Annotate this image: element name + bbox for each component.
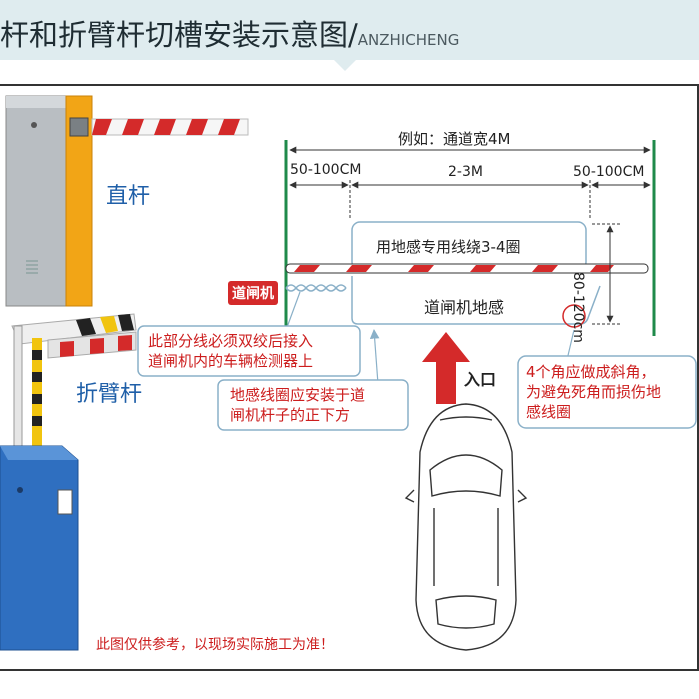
entrance-arrow <box>422 332 470 404</box>
label-dim-mid: 2-3M <box>448 164 483 180</box>
car-mirror-left <box>404 489 415 503</box>
note-position-text: 地感线圈应安装于道 闸机杆子的正下方 <box>230 385 365 425</box>
folding-arm-stripes <box>76 314 134 336</box>
note-corner-line-2: 为避免死角而损伤地 <box>526 383 662 401</box>
corner-highlight-circle <box>562 304 586 328</box>
blue-cabinet-top <box>0 446 78 460</box>
gate-tag: 道闸机 <box>228 281 278 305</box>
car-rear-window <box>435 595 497 629</box>
warning-label <box>57 489 73 515</box>
disclaimer-text: 此图仅供参考，以现场实际施工为准！ <box>96 637 334 653</box>
callout-twist-line <box>285 291 301 331</box>
note-twist-line-1: 此部分线必须双绞后接入 <box>148 332 314 350</box>
cabinet-lock-icon <box>17 487 23 493</box>
car-windshield <box>429 454 503 497</box>
note-position-box <box>217 379 409 431</box>
arm-red-stripes <box>92 119 240 135</box>
note-twist-text: 此部分线必须双绞后接入 道闸机内的车辆检测器上 <box>148 331 313 371</box>
car-body <box>415 403 517 651</box>
cabinet-top <box>6 96 66 108</box>
label-straight-pole: 直杆 <box>106 184 151 209</box>
note-twist-box <box>137 325 361 377</box>
note-position-line-1: 地感线圈应安装于道 <box>230 386 366 404</box>
loop-detector-frame <box>351 276 601 325</box>
header-band: 杆和折臂杆切槽安装示意图/ANZHICHENG <box>0 0 699 71</box>
header-notch <box>334 60 356 71</box>
title-subtitle: ANZHICHENG <box>357 31 460 49</box>
label-dim-vertical: 80-120cm <box>570 272 586 343</box>
note-corner-text: 4个角应做成斜角， 为避免死角而损伤地 感线圈 <box>526 362 661 422</box>
label-folding-pole: 折臂杆 <box>76 382 143 407</box>
car-mirror-right <box>517 489 528 503</box>
folding-post-stripes <box>32 338 42 446</box>
note-corner-line-3: 感线圈 <box>526 403 572 421</box>
label-entrance: 入口 <box>464 370 497 389</box>
arm-motor-box <box>69 117 89 137</box>
note-corner-box <box>517 355 697 429</box>
note-corner-line-1: 4个角应做成斜角， <box>526 363 656 381</box>
label-dim-left: 50-100CM <box>290 162 362 178</box>
diagram-barrier-arm <box>285 263 649 274</box>
blue-cabinet <box>0 445 79 651</box>
label-loop-name: 道闸机地感 <box>424 298 505 317</box>
twisted-wire-b <box>285 284 347 292</box>
car-topview-illustration <box>404 403 528 651</box>
folding-barrier-illustration <box>0 313 137 651</box>
title-main: 杆和折臂杆切槽安装示意图/ <box>0 18 358 52</box>
page-title: 杆和折臂杆切槽安装示意图/ANZHICHENG <box>0 12 459 54</box>
note-position-line-2: 闸机杆子的正下方 <box>230 406 351 424</box>
car-hood-line <box>439 416 493 421</box>
straight-barrier-illustration <box>5 95 249 307</box>
folding-post-black-bands <box>32 350 42 426</box>
label-example-width: 例如：通道宽4M <box>398 130 511 148</box>
cabinet-vent <box>26 258 38 276</box>
callout-position-arrow <box>369 329 380 385</box>
folding-post-left <box>13 325 23 447</box>
note-twist-line-2: 道闸机内的车辆检测器上 <box>148 352 314 370</box>
diagram-frame <box>0 84 699 671</box>
label-dim-right: 50-100CM <box>573 164 645 180</box>
lock-icon <box>31 122 37 128</box>
label-loop-turns: 用地感专用线绕3-4圈 <box>376 238 521 256</box>
